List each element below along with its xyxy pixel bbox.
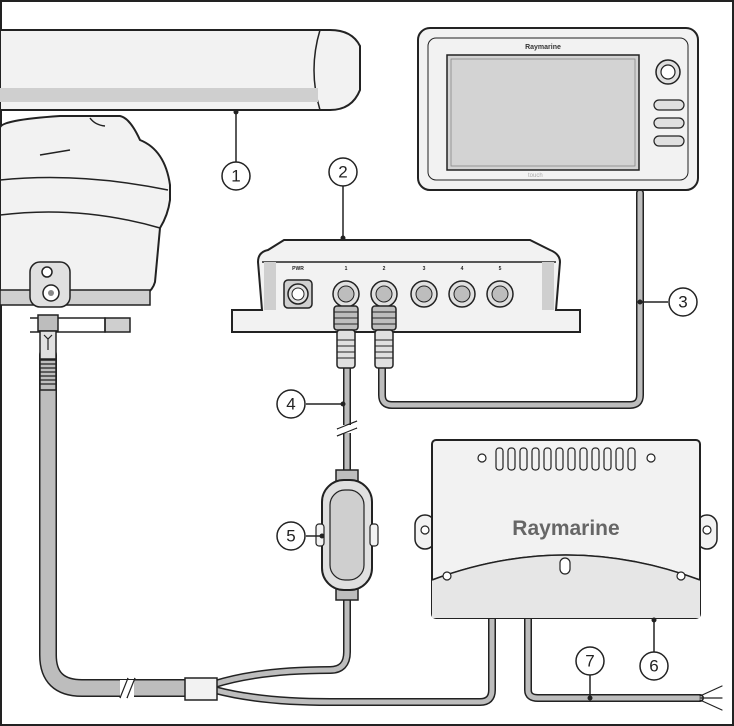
svg-text:1: 1 [231, 167, 240, 186]
switch-port-pwr [284, 280, 312, 308]
radar-scanner [0, 30, 360, 390]
radar-pedestal [0, 116, 170, 300]
callout-3: 3 [669, 288, 697, 316]
callout-7: 7 [576, 647, 604, 675]
power-interface-box: Raymarine [415, 440, 717, 618]
switch-port-1 [333, 281, 359, 307]
display-screen [447, 55, 639, 170]
switch-port-3 [411, 281, 437, 307]
callout-1: 1 [222, 162, 250, 190]
inline-filter [316, 470, 378, 600]
switch-port-label-4: 4 [461, 266, 464, 272]
display-model-label: touch [528, 173, 543, 179]
svg-text:3: 3 [678, 293, 687, 312]
switch-port-4 [449, 281, 475, 307]
switch-port-2 [371, 281, 397, 307]
display-button-2 [654, 118, 684, 128]
svg-text:6: 6 [649, 657, 658, 676]
callout-5: 5 [277, 522, 305, 550]
power-supply-cable [528, 618, 700, 698]
switch-port-label-pwr: PWR [292, 266, 304, 272]
svg-text:4: 4 [286, 395, 295, 414]
switch-port-label-5: 5 [499, 266, 502, 272]
callout-2: 2 [329, 158, 357, 186]
switch-port-label-2: 2 [383, 266, 386, 272]
display-brand-label: Raymarine [525, 44, 561, 51]
cable-splitter-sleeve [185, 678, 217, 700]
svg-text:2: 2 [338, 163, 347, 182]
switch-port-label-3: 3 [423, 266, 426, 272]
svg-text:5: 5 [286, 527, 295, 546]
display-button-3 [654, 136, 684, 146]
power-box-brand-label: Raymarine [512, 517, 619, 540]
network-connector-1 [334, 306, 358, 368]
network-connector-2 [372, 306, 396, 368]
callout-6: 6 [640, 652, 668, 680]
radar-power-cable [215, 618, 492, 702]
power-box-indicator [560, 558, 570, 574]
display-button-1 [654, 100, 684, 110]
callout-4: 4 [277, 390, 305, 418]
network-switch: PWR 1 2 3 4 5 [232, 240, 580, 368]
multifunction-display: Raymarine touch [418, 28, 698, 190]
switch-port-label-1: 1 [345, 266, 348, 272]
svg-text:7: 7 [585, 652, 594, 671]
switch-port-5 [487, 281, 513, 307]
radar-cable [48, 355, 190, 688]
